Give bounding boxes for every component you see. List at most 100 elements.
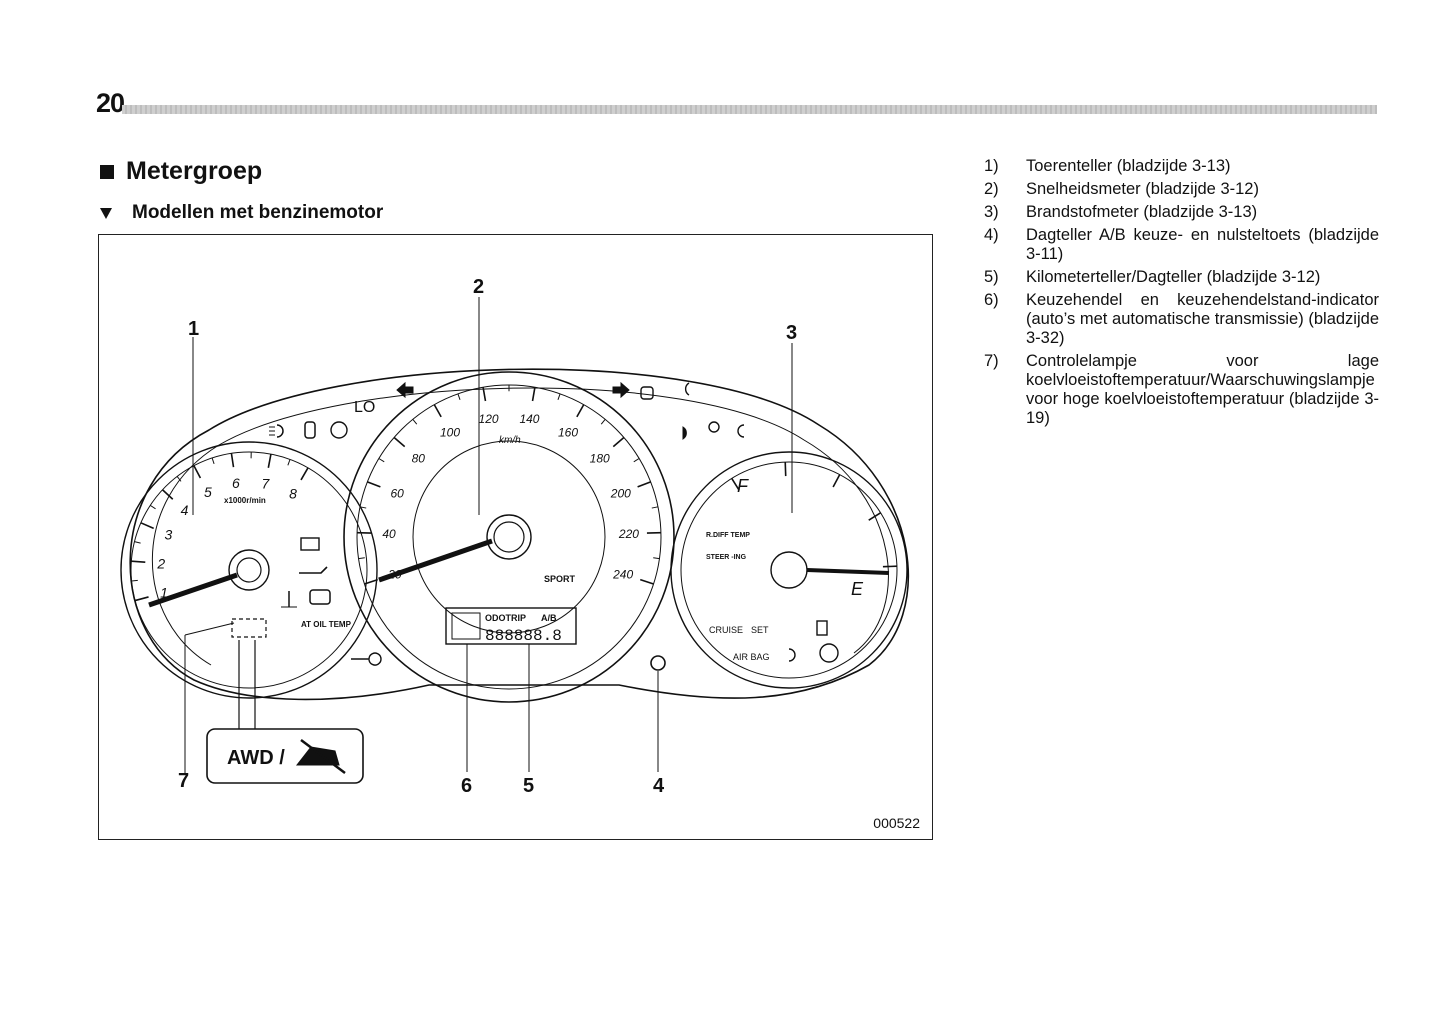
legend-list: 1)Toerenteller (bladzijde 3-13) 2)Snelhe… xyxy=(984,157,1379,432)
fog-light-icon xyxy=(269,424,284,438)
gear-indicator-icon xyxy=(451,612,481,640)
speedo-tick xyxy=(482,387,487,402)
speedo-tick xyxy=(651,506,659,509)
fuel-pump-icon xyxy=(816,620,828,636)
tacho-tick-label: 3 xyxy=(164,527,172,543)
tacho-tick xyxy=(134,596,149,602)
legend-num: 1) xyxy=(984,157,999,175)
tacho-hub-inner xyxy=(236,557,262,583)
speedo-hub-inner xyxy=(493,521,525,553)
square-bullet-icon xyxy=(100,164,114,179)
legend-item: 7)Controlelampje voor lage koelvloeistof… xyxy=(984,352,1379,428)
steering-label: STEER -ING xyxy=(706,554,747,561)
legend-item: 2) Snelheidsmeter (bladzijde 3-12) xyxy=(984,180,1379,199)
speedo-tick-label: 120 xyxy=(479,412,499,426)
legend-item: 4)Dagteller A/B keuze- en nulsteltoets (… xyxy=(984,226,1379,264)
cluster-inner-line xyxy=(151,387,889,666)
rear-fog-icon xyxy=(737,424,745,438)
lo-label: LO xyxy=(354,399,375,416)
cluster-housing xyxy=(129,368,909,701)
tacho-tick-label: 1 xyxy=(160,585,168,601)
speedo-tick xyxy=(358,557,365,560)
speedo-tick xyxy=(639,578,654,585)
tacho-inner-ring xyxy=(130,451,368,689)
tacho-tick xyxy=(211,457,215,465)
legend-item: 3)Brandstofmeter (bladzijde 3-13) xyxy=(984,203,1379,222)
speedo-hub xyxy=(486,514,532,560)
speedo-outer-ring xyxy=(343,371,675,703)
speedo-tick xyxy=(653,557,660,560)
turn-left-arrow-icon xyxy=(396,381,414,399)
cruise-label: CRUISE xyxy=(709,625,743,635)
legend-num: 2) xyxy=(984,180,999,198)
section-title: Metergroep xyxy=(100,157,262,186)
tacho-tick xyxy=(230,453,235,468)
subsection-title: Modellen met benzinemotor xyxy=(100,202,383,224)
tacho-tick-label: 2 xyxy=(156,555,165,571)
page-number: 20 xyxy=(96,88,125,118)
fuel-tick xyxy=(868,512,882,521)
speedo-tick xyxy=(393,436,406,448)
srs-icon xyxy=(788,648,796,662)
speedo-tick xyxy=(367,481,381,488)
legend-num: 5) xyxy=(984,268,999,286)
speedo-tick xyxy=(412,419,418,425)
speedo-unit: km/h xyxy=(499,435,521,446)
tacho-needle xyxy=(148,572,238,608)
fuel-needle xyxy=(806,568,890,575)
legend-item: 5) Kilometerteller/Dagteller (bladzijde 3… xyxy=(984,268,1379,287)
speedo-tick xyxy=(612,436,625,448)
fuel-tick xyxy=(832,474,841,488)
speedo-tick xyxy=(637,481,651,488)
speedo-needle xyxy=(378,538,493,583)
fuel-full-label: F xyxy=(737,476,749,496)
legend-text: Snelheidsmeter (bladzijde 3-12) xyxy=(1026,180,1259,198)
tacho-tick xyxy=(176,476,182,482)
speedo-tick xyxy=(359,506,367,509)
coolant-temp-icon xyxy=(281,591,297,608)
tacho-tick-label: 4 xyxy=(181,502,189,518)
legend-text: Dagteller A/B keuze- en nulsteltoets (bl… xyxy=(1026,226,1379,263)
speedo-tick xyxy=(600,419,606,425)
legend-item: 6)Keuzehendel en keuzehendelstand-indica… xyxy=(984,291,1379,348)
tacho-tick xyxy=(140,522,154,530)
speedo-tick xyxy=(576,404,585,418)
tacho-tick xyxy=(287,459,291,466)
set-label: SET xyxy=(751,625,769,635)
tacho-tick-label: 5 xyxy=(204,484,212,500)
leader-7-bend xyxy=(184,622,235,636)
speedo-tick-label: 180 xyxy=(590,452,610,466)
callout-3: 3 xyxy=(786,322,797,344)
headlight-icon xyxy=(684,382,690,396)
image-code: 000522 xyxy=(873,815,920,831)
door-open-icon xyxy=(304,421,316,439)
tacho-tick xyxy=(267,453,272,468)
oil-pressure-icon xyxy=(299,566,328,574)
legend-text: Kilometerteller/Dagteller (bladzijde 3-1… xyxy=(1026,268,1321,286)
rdiff-temp-label: R.DIFF TEMP xyxy=(706,532,750,539)
tacho-tick xyxy=(193,465,202,479)
speedo-tick-label: 20 xyxy=(387,567,402,581)
tacho-tick-label: 8 xyxy=(289,486,297,502)
speedo-tick-label: 100 xyxy=(440,426,460,440)
tacho-tick xyxy=(150,504,156,510)
callout-2: 2 xyxy=(473,276,484,298)
speedo-tick xyxy=(433,404,442,418)
awd-strike xyxy=(300,739,346,774)
tacho-tick xyxy=(300,467,309,481)
airbag-label: AIR BAG xyxy=(733,652,770,662)
tacho-tick xyxy=(134,541,141,544)
trip-reset-knob xyxy=(650,655,666,671)
tacho-tick xyxy=(161,489,174,500)
legend-num: 7) xyxy=(984,352,999,370)
at-oil-temp-label: AT OIL TEMP xyxy=(301,620,352,629)
speedo-tick xyxy=(531,387,536,402)
tacho-unit: x1000r/min xyxy=(224,496,266,505)
sport-label: SPORT xyxy=(544,574,576,584)
legend-num: 3) xyxy=(984,203,999,221)
odotrip-label: ODOTRIP xyxy=(485,613,526,623)
callout-4: 4 xyxy=(653,775,665,797)
